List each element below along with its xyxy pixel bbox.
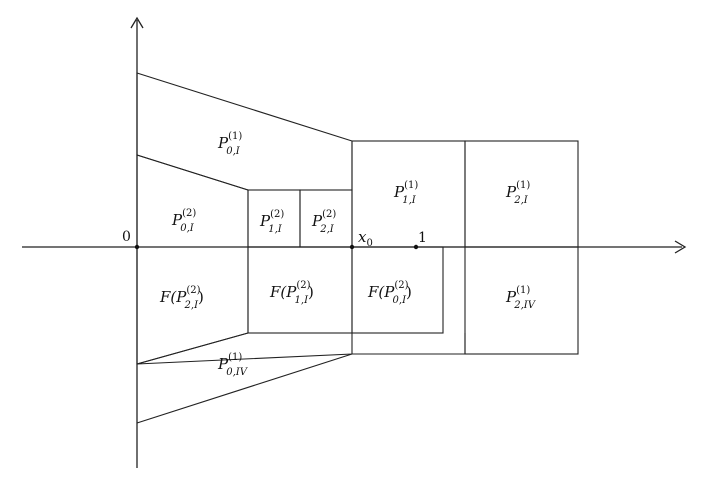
region-p1I-1 — [351, 140, 466, 248]
x-axis-arrow-icon — [674, 240, 687, 254]
origin-point — [134, 244, 140, 250]
x0-label: x0 — [358, 228, 373, 249]
label-p2I-2: P(2)2,I — [311, 209, 336, 235]
label-p0I-1: P(1)0,I — [217, 131, 242, 157]
label-fp1I: F(P(2)1,I) — [269, 280, 314, 306]
y-axis-arrow-icon — [130, 16, 144, 29]
label-p1I-2: P(2)1,I — [259, 209, 284, 235]
region-p0IV-1 — [136, 332, 353, 365]
one-label: 1 — [418, 230, 427, 246]
label-p2IV-1: P(1)2,IV — [505, 285, 537, 311]
label-fp2I: F(P(2)2,I) — [159, 285, 204, 311]
origin-label: 0 — [122, 229, 131, 245]
one-point — [413, 244, 419, 250]
x0-point — [349, 244, 355, 250]
label-fp0I: F(P(2)0,I) — [367, 280, 412, 306]
label-p0I-2: P(2)0,I — [171, 208, 196, 234]
label-p1I-1: P(1)1,I — [393, 180, 418, 206]
edge-left-lower-slant — [136, 353, 353, 424]
region-p2I-1 — [464, 140, 579, 248]
label-p0IV-1: P(1)0,IV — [217, 352, 249, 378]
label-p2I-1: P(1)2,I — [505, 180, 530, 206]
region-p0I-1 — [136, 72, 353, 191]
